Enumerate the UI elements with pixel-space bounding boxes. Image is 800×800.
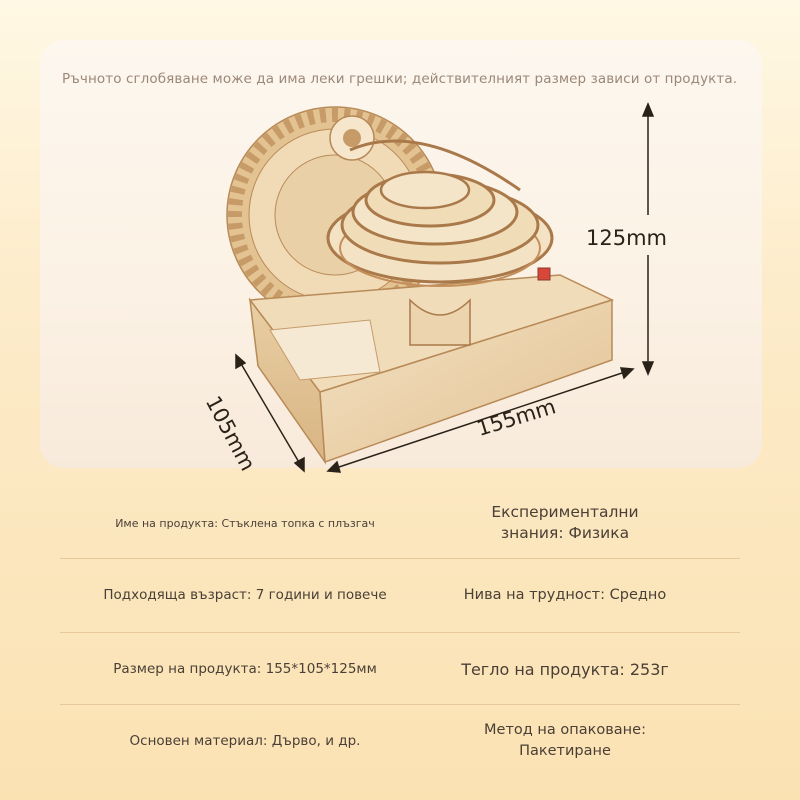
spec-age: Подходяща възраст: 7 години и повече: [103, 587, 387, 603]
height-arrow: [641, 102, 655, 376]
spiral-track: [326, 139, 554, 346]
spec-knowledge: Експериментални знания: Физика: [491, 503, 639, 542]
depth-arrow: [235, 353, 305, 473]
width-arrow: [326, 367, 635, 473]
spec-difficulty: Нива на трудност: Средно: [463, 586, 667, 603]
spec-divider: [60, 558, 740, 559]
spec-divider: [60, 632, 740, 633]
spec-row: Размер на продукта: 155*105*125мм Тегло …: [60, 632, 740, 706]
height-label: 125mm: [586, 226, 667, 250]
disclaimer-text: Ръчното сглобяване може да има леки греш…: [62, 71, 738, 87]
spec-divider: [60, 704, 740, 705]
spec-row: Подходяща възраст: 7 години и повече Нив…: [60, 558, 740, 632]
spec-size: Размер на продукта: 155*105*125мм: [113, 661, 377, 677]
base-box: [248, 267, 615, 465]
spec-product-name: Име на продукта: Стъклена топка с плъзга…: [115, 516, 375, 530]
spec-weight: Тегло на продукта: 253г: [461, 659, 669, 679]
spec-material: Основен материал: Дърво, и др.: [129, 733, 361, 749]
spec-row: Основен материал: Дърво, и др. Метод на …: [60, 704, 740, 778]
spec-packaging: Метод на опаковане: Пакетиране: [484, 722, 646, 759]
spec-row: Име на продукта: Стъклена топка с плъзга…: [60, 486, 740, 560]
